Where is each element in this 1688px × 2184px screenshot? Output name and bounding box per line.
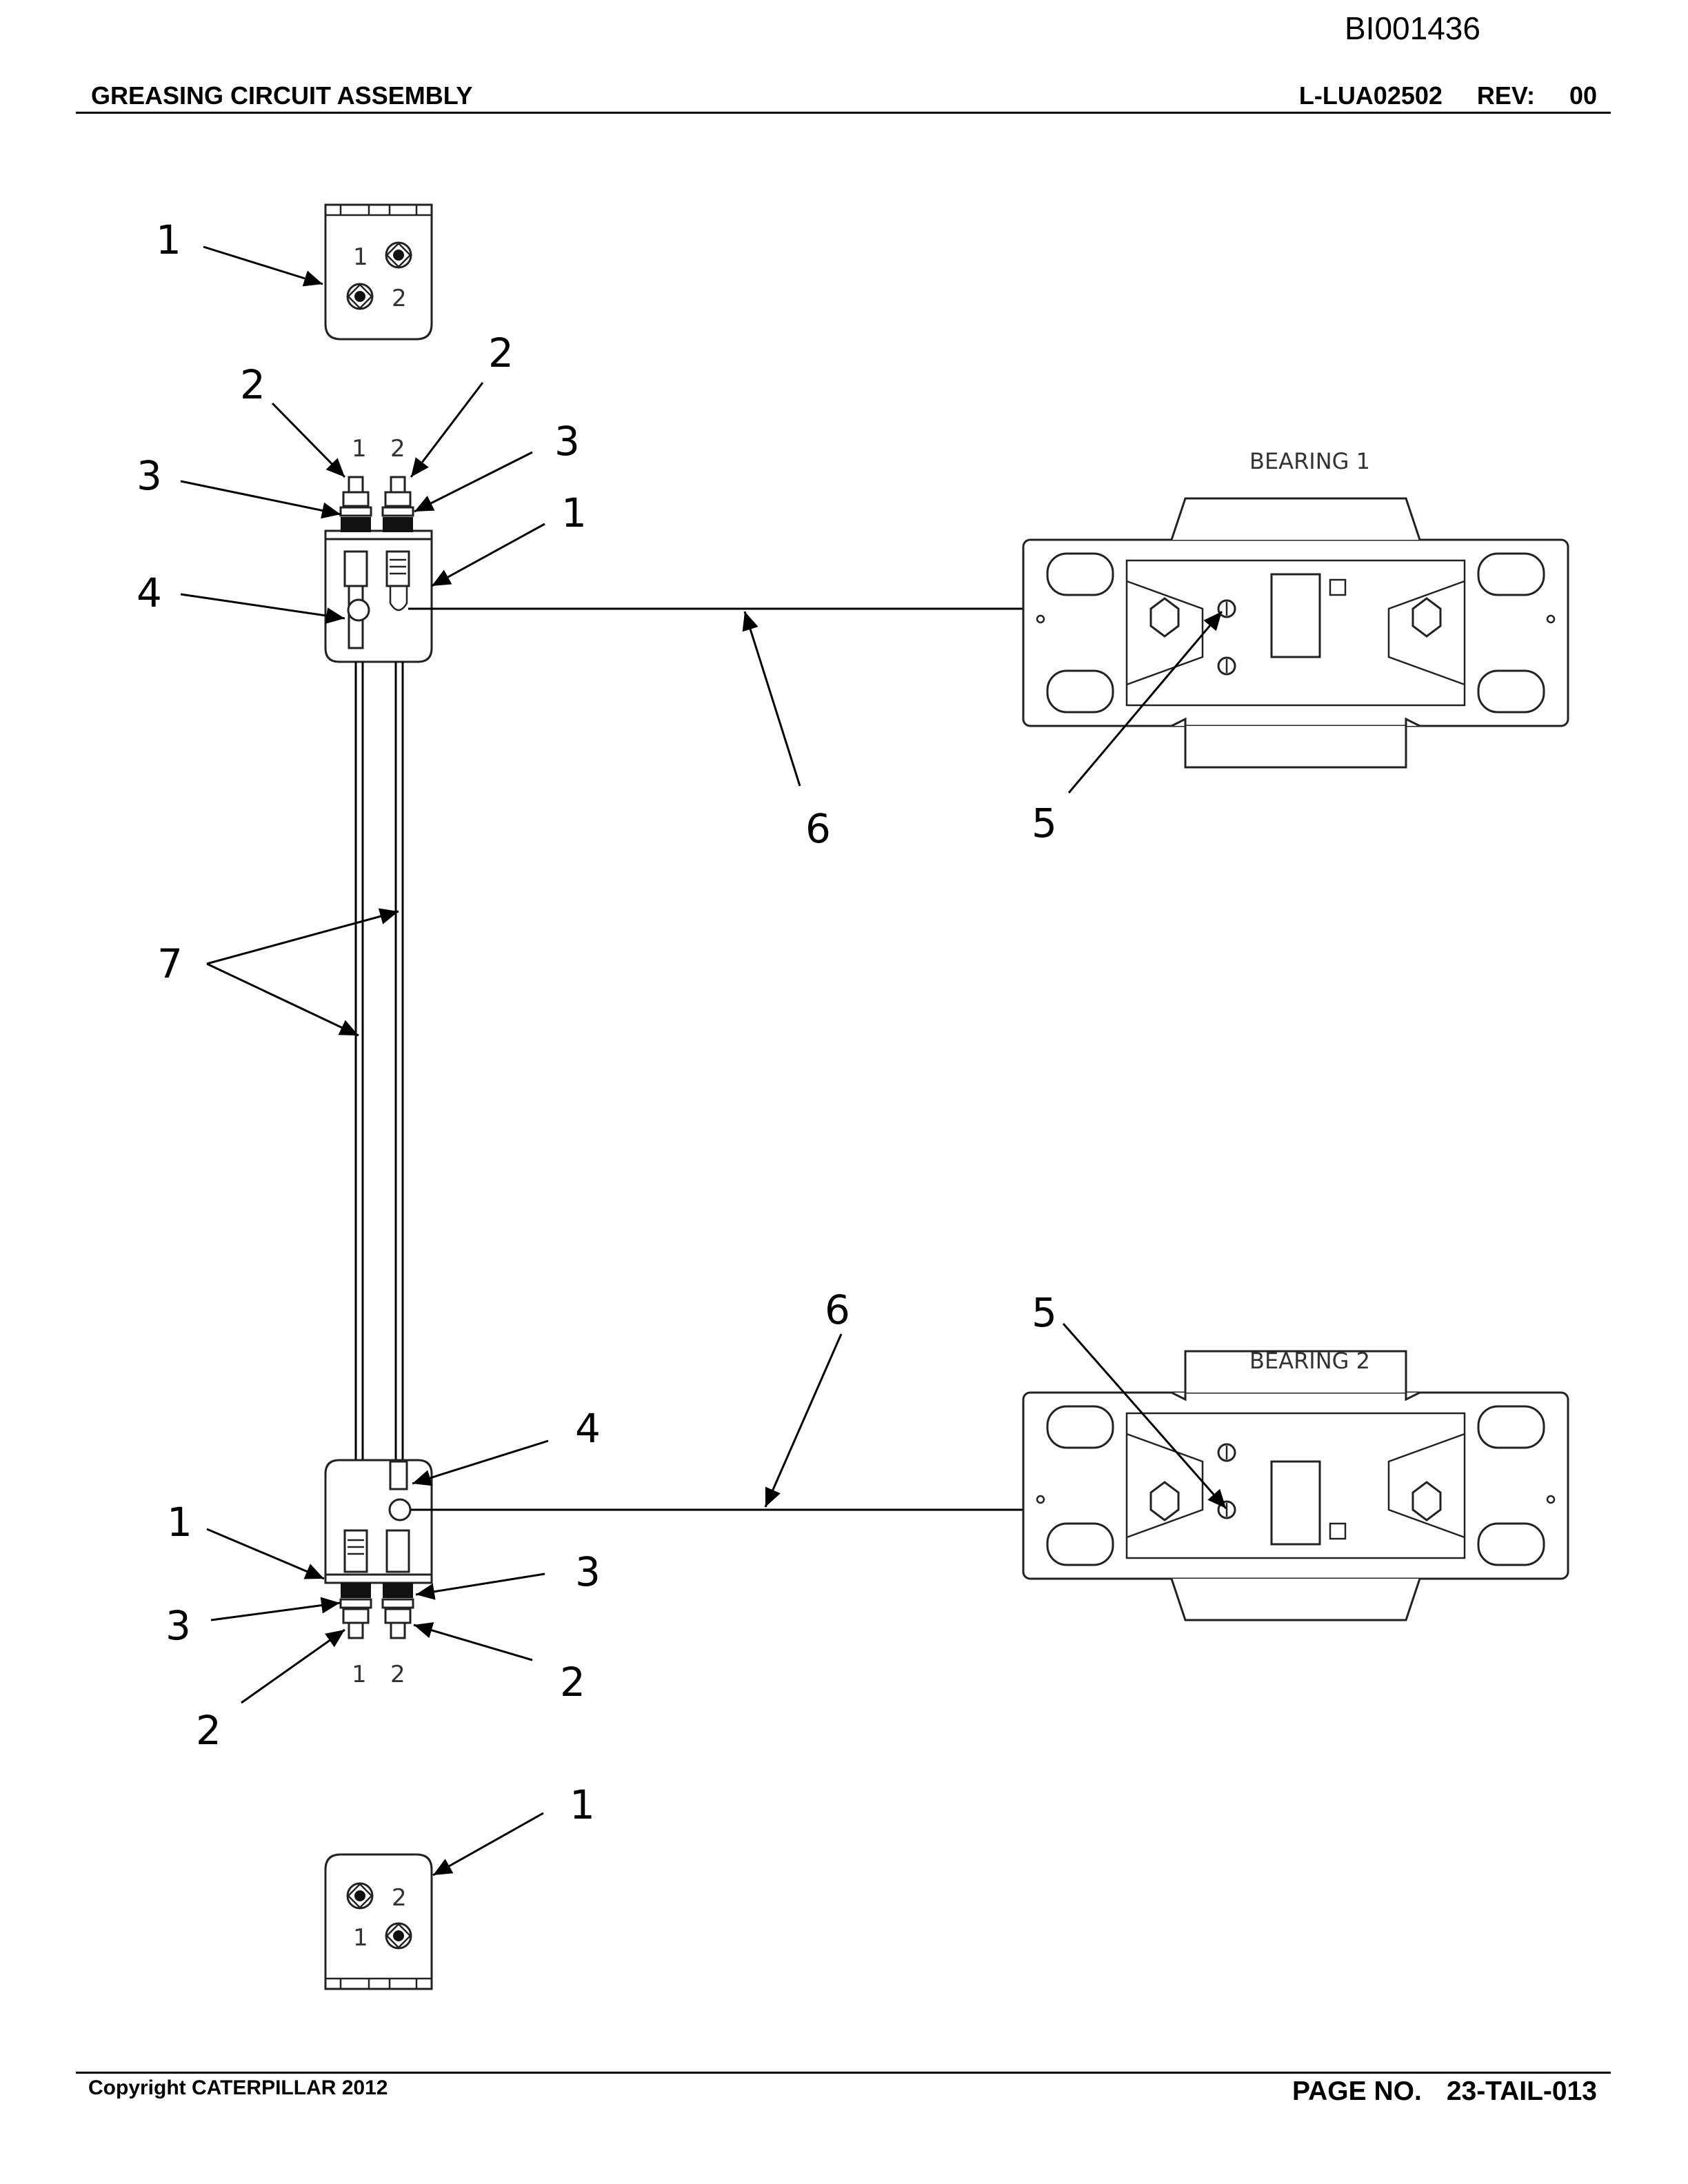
callout-lower-6: 6 [825,1286,850,1333]
callout-lower-3-right: 3 [575,1548,601,1595]
top-mounting-plate: 1 2 [324,203,433,341]
page-number-label: PAGE NO. [1292,2076,1422,2106]
bottom-port-label-1: 1 [353,1924,368,1952]
callout-lower-1: 1 [167,1499,192,1546]
callout-tube-7: 7 [157,940,183,987]
document-id: BI001436 [1345,10,1480,46]
bearing-2-label: BEARING 2 [1249,1348,1370,1374]
lower-port-label-1: 1 [352,1661,367,1688]
callout-top-plate-1: 1 [156,216,181,263]
callout-upper-3-right: 3 [554,418,580,465]
callout-upper-1: 1 [561,489,587,536]
callout-leaders [180,245,1227,1877]
revision-value: 00 [1569,81,1597,110]
upper-manifold [324,476,433,663]
callout-upper-3-left: 3 [137,452,162,499]
bearing-1-label: BEARING 1 [1249,448,1370,474]
revision-label: REV: [1476,81,1535,110]
callout-upper-2-right: 2 [488,330,514,376]
upper-port-label-1: 1 [352,435,367,463]
drawing-number-block: L-LUA02502 REV: 00 [1265,81,1597,110]
callout-lower-2-right: 2 [560,1659,585,1706]
page-title: GREASING CIRCUIT ASSEMBLY [91,81,473,110]
callout-lower-3-left: 3 [165,1602,191,1649]
callout-lower-4: 4 [575,1405,601,1452]
page-number-value: 23-TAIL-013 [1446,2076,1597,2106]
bearing-1 [1022,497,1569,769]
port-label-1: 1 [353,243,368,271]
callout-lower-5: 5 [1032,1289,1057,1336]
port-label-2: 2 [392,285,407,312]
callout-upper-6: 6 [805,805,831,852]
footer-rule [76,2072,1611,2074]
callout-upper-2-left: 2 [240,361,265,408]
lower-port-label-2: 2 [390,1661,405,1688]
copyright-notice: Copyright CATERPILLAR 2012 [88,2076,388,2099]
page-number-block: PAGE NO. 23-TAIL-013 [1267,2076,1597,2107]
upper-port-label-2: 2 [390,435,405,463]
callout-bottom-plate-1: 1 [570,1781,595,1828]
lower-manifold [324,1459,433,1639]
callout-upper-4: 4 [137,569,162,616]
header-rule [76,112,1611,114]
bearing-2 [1022,1350,1569,1621]
callout-lower-2-left: 2 [196,1707,221,1754]
callout-upper-5: 5 [1032,800,1057,847]
bottom-port-label-2: 2 [392,1884,407,1912]
bottom-mounting-plate: 2 1 [324,1853,433,1990]
drawing-number: L-LUA02502 [1298,81,1443,110]
